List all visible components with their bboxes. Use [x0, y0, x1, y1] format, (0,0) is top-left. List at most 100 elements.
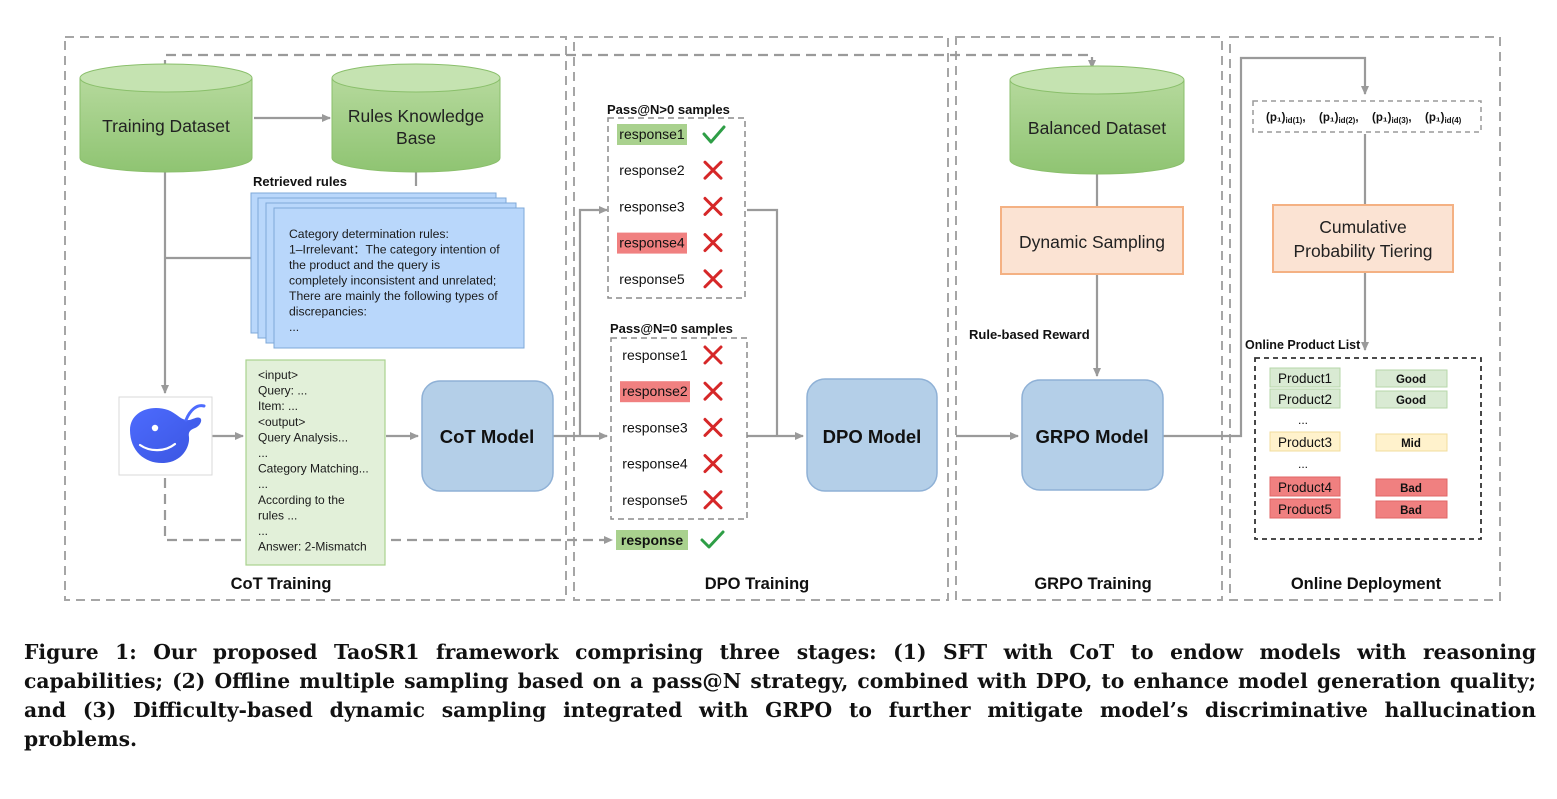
- online-product-list-label: Online Product List: [1245, 338, 1361, 352]
- tiering-label-1: Cumulative: [1319, 217, 1407, 237]
- online-product-list-box: [1254, 357, 1482, 540]
- dynamic-sampling-label: Dynamic Sampling: [1019, 232, 1165, 252]
- product-name: Product1: [1278, 371, 1332, 386]
- product-name: Product3: [1278, 435, 1332, 450]
- extra-response-check-icon: [700, 530, 725, 549]
- grpo-to-online-arrow: [1163, 56, 1369, 438]
- response-row: response2: [620, 381, 723, 403]
- response-row: response5: [622, 490, 723, 510]
- balanced-dataset-cylinder: Balanced Dataset: [1009, 65, 1185, 175]
- rules-text-line: completely inconsistent and unrelated;: [289, 274, 496, 288]
- rules-text-line: There are mainly the following types of: [289, 289, 498, 303]
- pass-gt0-label: Pass@N>0 samples: [607, 102, 730, 117]
- product-tier: Good: [1396, 374, 1426, 386]
- product-tier: Bad: [1400, 505, 1422, 517]
- balanced-dataset-label: Balanced Dataset: [1028, 118, 1166, 138]
- training-dataset-cylinder: Training Dataset: [79, 63, 253, 173]
- probability-tiering-box: Cumulative Probability Tiering: [1272, 204, 1454, 273]
- retrieved-rules-stack: Category determination rules:1–Irrelevan…: [250, 192, 525, 349]
- response-row: response2: [619, 160, 723, 180]
- connectors: [161, 53, 1369, 544]
- pass-eq0-label: Pass@N=0 samples: [610, 321, 733, 336]
- rules-text: Category determination rules:1–Irrelevan…: [289, 227, 500, 334]
- grpo-model-label: GRPO Model: [1035, 426, 1148, 447]
- dynamic-sampling-box: Dynamic Sampling: [1000, 206, 1184, 275]
- product-name-bg: [1269, 476, 1341, 497]
- probability-sub: id(4): [1444, 116, 1461, 125]
- product-tier-bg: [1375, 369, 1448, 388]
- probability-sequence: (p₁)id(1), (p₁)id(2), (p₁)id(3), (p₁)id(…: [1266, 112, 1462, 125]
- cot-output-line: Query: ...: [258, 384, 307, 398]
- product-row: Product3 Mid: [1269, 431, 1448, 452]
- stage-title-online: Online Deployment: [1291, 575, 1442, 593]
- extra-response-label: response: [621, 532, 683, 548]
- product-row: Product5 Bad: [1269, 498, 1448, 519]
- product-tier: Good: [1396, 395, 1426, 407]
- training-dataset-label: Training Dataset: [102, 116, 230, 136]
- pass-gt0-box: [607, 117, 746, 299]
- stage-title-dpo: DPO Training: [705, 575, 810, 593]
- rules-text-line: ...: [289, 320, 299, 334]
- cot-output-line: ...: [258, 524, 268, 538]
- probability-term: (p₁)id(3),: [1372, 112, 1412, 125]
- response-row: response4: [617, 232, 723, 254]
- rules-kb-cylinder: Rules Knowledge Base: [331, 63, 501, 173]
- llm-to-response-arrow: [163, 478, 613, 544]
- cot-output-line: ...: [258, 446, 268, 460]
- cot-output-line: <output>: [258, 415, 305, 429]
- response-label: response4: [622, 456, 688, 472]
- product-name-bg: [1269, 388, 1341, 409]
- response-row: response3: [619, 196, 723, 216]
- figure-caption: Figure 1: Our proposed TaoSR1 framework …: [24, 638, 1536, 754]
- cot-output-box: [245, 359, 386, 566]
- cross-icon: [703, 160, 723, 180]
- response-highlight: [620, 381, 690, 403]
- response-label: response5: [622, 492, 688, 508]
- response-label: response1: [622, 347, 688, 363]
- rules-text-line: the product and the query is: [289, 258, 440, 272]
- framework-diagram: Training Dataset Rules Knowledge Base Ba…: [64, 36, 1501, 601]
- cross-icon: [703, 345, 723, 365]
- product-row: Product1 Good: [1269, 367, 1448, 388]
- response-highlight: [617, 124, 687, 145]
- stage-title-cot: CoT Training: [231, 575, 332, 593]
- probability-term: (p₁)id(1),: [1266, 112, 1306, 125]
- cot-output-line: Answer: 2-Mismatch: [258, 540, 367, 554]
- response-row: response4: [622, 454, 723, 474]
- response-label: response3: [622, 419, 688, 435]
- caption-line-3: and (3) Difficulty-based dynamic samplin…: [24, 698, 1536, 722]
- caption-line-1: Figure 1: Our proposed TaoSR1 framework …: [24, 640, 1536, 664]
- response-row: response1: [617, 124, 726, 145]
- extra-response: response: [616, 530, 725, 550]
- cot-output-line: rules ...: [258, 508, 297, 522]
- pass-gt0-items: response1response2response3response4resp…: [617, 124, 726, 289]
- passN-to-dpo-line: [747, 208, 779, 436]
- cot-output-line: Category Matching...: [258, 462, 369, 476]
- cot-training-panel: [64, 36, 567, 601]
- probability-comma: ,: [1355, 112, 1358, 124]
- product-name-bg: [1269, 431, 1341, 452]
- product-tier-bg: [1375, 390, 1448, 409]
- stage-title-grpo: GRPO Training: [1034, 575, 1151, 593]
- product-tier: Mid: [1401, 438, 1421, 450]
- product-name: Product5: [1278, 502, 1332, 517]
- probability-comma: ,: [1408, 112, 1411, 124]
- rules-kb-label-2: Base: [396, 128, 436, 148]
- cot-output-line: Item: ...: [258, 399, 298, 413]
- probability-sub: id(1): [1285, 116, 1302, 125]
- tiering-label-2: Probability Tiering: [1293, 241, 1432, 261]
- probability-sub: id(2): [1338, 116, 1355, 125]
- cross-icon: [703, 490, 723, 510]
- rules-text-line: Category determination rules:: [289, 227, 449, 241]
- rules-kb-label-1: Rules Knowledge: [348, 106, 484, 126]
- response-row: response3: [622, 417, 723, 437]
- product-ellipsis: ...: [1298, 413, 1308, 427]
- probability-term: (p₁)id(2),: [1319, 112, 1359, 125]
- cot-output-line: ...: [258, 477, 268, 491]
- stage-panels: [64, 36, 1501, 601]
- retrieved-rules-label: Retrieved rules: [253, 174, 347, 189]
- deepseek-whale-icon: [118, 396, 213, 476]
- dataset-to-balanced-arrow: [163, 53, 1096, 70]
